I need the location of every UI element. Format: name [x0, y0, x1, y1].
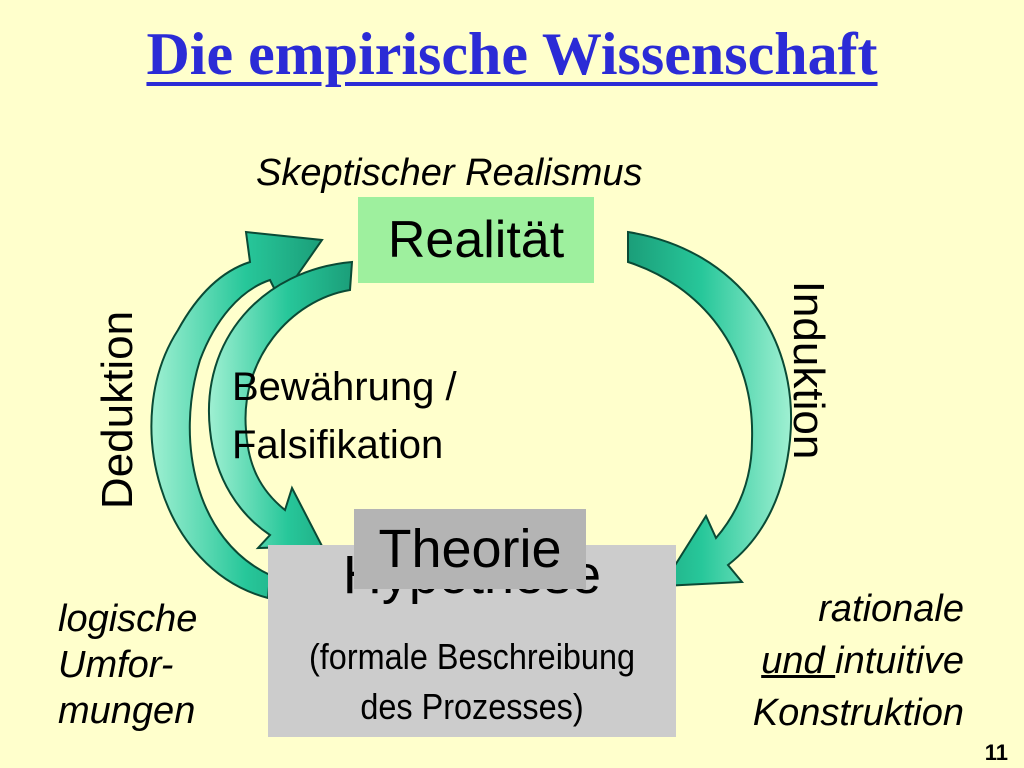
logische-line3: mungen — [58, 690, 196, 732]
hypothese-desc-line2: des Prozesses) — [360, 686, 584, 727]
bewaehrung-line1: Bewährung / — [232, 365, 457, 409]
logische-line1: logische — [58, 598, 198, 640]
rationale-konstruktion-note: rationale und intuitive Konstruktion — [753, 583, 964, 739]
hypothese-desc-line1: (formale Beschreibung — [309, 636, 635, 677]
induktion-arrow — [627, 230, 793, 588]
rationale-und: und — [761, 640, 836, 682]
rationale-line2: und intuitive — [753, 635, 964, 687]
hypothese-description: (formale Beschreibung des Prozesses) — [288, 632, 655, 732]
page-number: 11 — [984, 740, 1008, 765]
bewaehrung-arrow — [207, 260, 354, 550]
logische-line2: Umfor- — [58, 644, 174, 686]
bewaehrung-line2: Falsifikation — [232, 423, 444, 467]
rationale-line1: rationale — [818, 588, 964, 630]
page-title: Die empirische Wissenschaft — [146, 21, 878, 87]
realitaet-node: Realität — [358, 197, 594, 283]
rationale-intuitive: intuitive — [835, 640, 964, 682]
theorie-node: Theorie — [354, 509, 586, 589]
deduktion-label: Deduktion — [93, 310, 142, 510]
deduktion-arrow — [150, 230, 324, 600]
logische-umformungen-note: logische Umfor- mungen — [58, 596, 197, 734]
induktion-label: Induktion — [784, 280, 833, 460]
bewaehrung-label: Bewährung / Falsifikation — [232, 358, 457, 474]
subtitle: Skeptischer Realismus — [256, 152, 643, 194]
rationale-line3: Konstruktion — [752, 692, 964, 734]
